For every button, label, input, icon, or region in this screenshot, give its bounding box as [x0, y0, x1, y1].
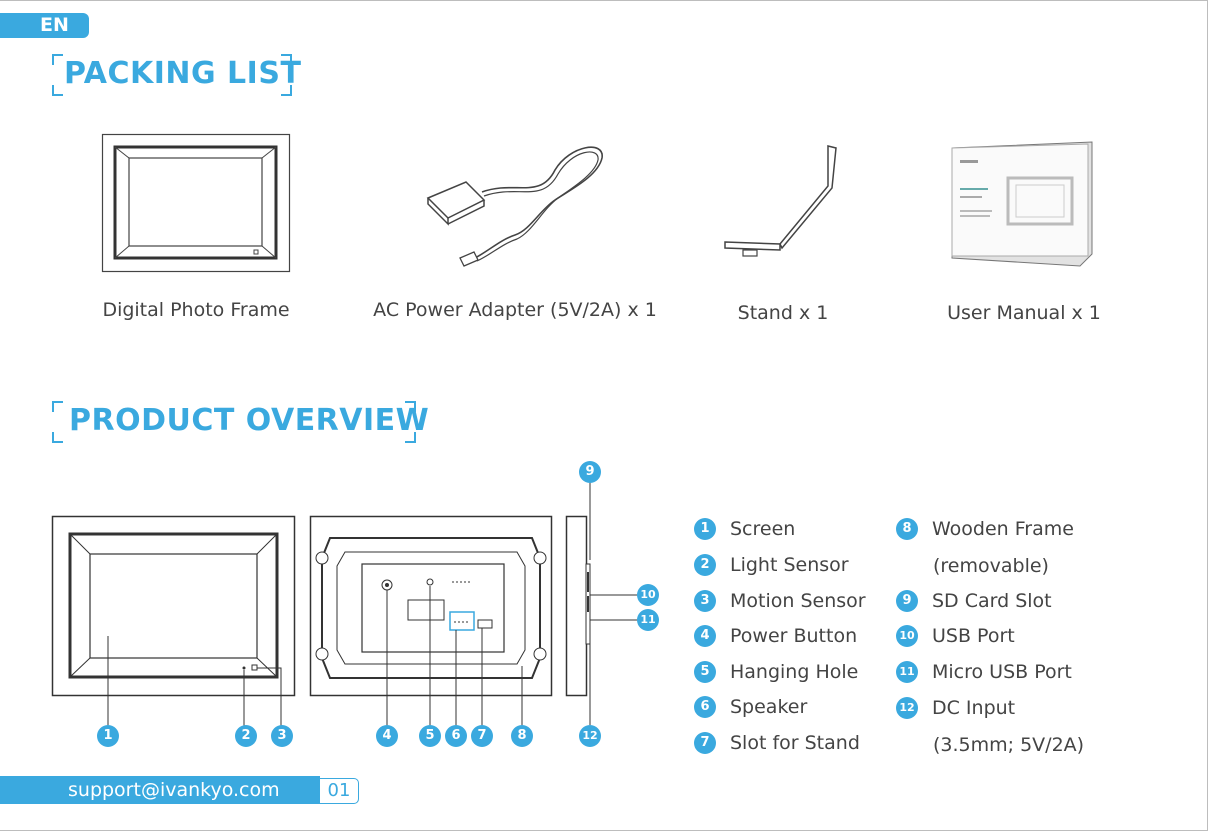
stand-illustration — [724, 145, 837, 257]
legend-item: 3 Motion Sensor — [694, 590, 866, 612]
legend-number: 4 — [694, 625, 716, 647]
legend-number: 11 — [896, 661, 918, 683]
bracket-decoration — [52, 54, 63, 65]
legend-label-continued: (removable) — [933, 555, 1049, 577]
support-email[interactable]: support@ivankyo.com — [0, 776, 320, 804]
frame-front-view — [51, 515, 296, 736]
callout-number-3: 3 — [271, 725, 293, 747]
callout-number-10: 10 — [637, 584, 659, 606]
callout-number-4: 4 — [376, 725, 398, 747]
packing-item-caption: Digital Photo Frame — [102, 299, 290, 321]
callout-number-11: 11 — [637, 609, 659, 631]
legend-label: Slot for Stand — [730, 732, 860, 754]
legend-item: 8 Wooden Frame — [896, 518, 1074, 540]
legend-label: DC Input — [932, 697, 1016, 719]
bracket-decoration — [52, 85, 63, 96]
packing-item-caption: AC Power Adapter (5V/2A) x 1 — [373, 299, 657, 321]
legend-label: Screen — [730, 518, 796, 540]
section-title: PACKING LIST — [64, 56, 302, 91]
bracket-decoration — [281, 85, 292, 96]
legend-label: Micro USB Port — [932, 661, 1072, 683]
legend-number: 1 — [694, 518, 716, 540]
bracket-decoration — [52, 401, 63, 412]
legend-label: Speaker — [730, 696, 808, 718]
legend-item: 4 Power Button — [694, 625, 857, 647]
callout-number-1: 1 — [97, 725, 119, 747]
legend-label: SD Card Slot — [932, 590, 1052, 612]
legend-number: 10 — [896, 625, 918, 647]
callout-number-8: 8 — [511, 725, 533, 747]
bracket-decoration — [281, 54, 292, 65]
legend-label: USB Port — [932, 625, 1015, 647]
legend-label: Light Sensor — [730, 554, 849, 576]
callout-number-2: 2 — [235, 725, 257, 747]
section-title: PRODUCT OVERVIEW — [69, 403, 430, 438]
user-manual-illustration — [951, 141, 1093, 267]
legend-label: Hanging Hole — [730, 661, 859, 683]
legend-item: 9 SD Card Slot — [896, 590, 1052, 612]
legend-number: 5 — [694, 661, 716, 683]
frame-side-view — [565, 515, 591, 697]
callout-number-12: 12 — [579, 725, 601, 747]
bracket-decoration — [405, 401, 416, 412]
legend-item: 11 Micro USB Port — [896, 661, 1072, 683]
legend-item: 10 USB Port — [896, 625, 1015, 647]
legend-number: 6 — [694, 696, 716, 718]
legend-item: 7 Slot for Stand — [694, 732, 860, 754]
legend-number: 3 — [694, 590, 716, 612]
page-number: 01 — [319, 778, 359, 804]
legend-item: 1 Screen — [694, 518, 795, 540]
legend-label: Motion Sensor — [730, 590, 866, 612]
callout-number-6: 6 — [445, 725, 467, 747]
callout-number-5: 5 — [419, 725, 441, 747]
legend-label: Wooden Frame — [932, 518, 1074, 540]
photo-frame-illustration — [101, 133, 291, 273]
legend-label: Power Button — [730, 625, 858, 647]
legend-item: 6 Speaker — [694, 696, 807, 718]
side-view-leader-lines — [589, 480, 638, 725]
legend-item: 12 DC Input — [896, 697, 1015, 719]
packing-item-caption: User Manual x 1 — [947, 302, 1101, 324]
legend-number: 2 — [694, 554, 716, 576]
legend-number: 9 — [896, 590, 918, 612]
bracket-decoration — [405, 432, 416, 443]
legend-number: 7 — [694, 732, 716, 754]
legend-number: 12 — [896, 697, 918, 719]
frame-back-view — [309, 515, 553, 736]
power-adapter-illustration — [426, 146, 603, 267]
legend-number: 8 — [896, 518, 918, 540]
bracket-decoration — [52, 432, 63, 443]
packing-item-caption: Stand x 1 — [737, 302, 829, 324]
legend-label-continued: (3.5mm; 5V/2A) — [933, 734, 1085, 756]
language-tab: EN — [0, 13, 89, 38]
callout-number-7: 7 — [471, 725, 493, 747]
legend-item: 2 Light Sensor — [694, 554, 849, 576]
callout-number-9: 9 — [579, 461, 601, 483]
legend-item: 5 Hanging Hole — [694, 661, 858, 683]
